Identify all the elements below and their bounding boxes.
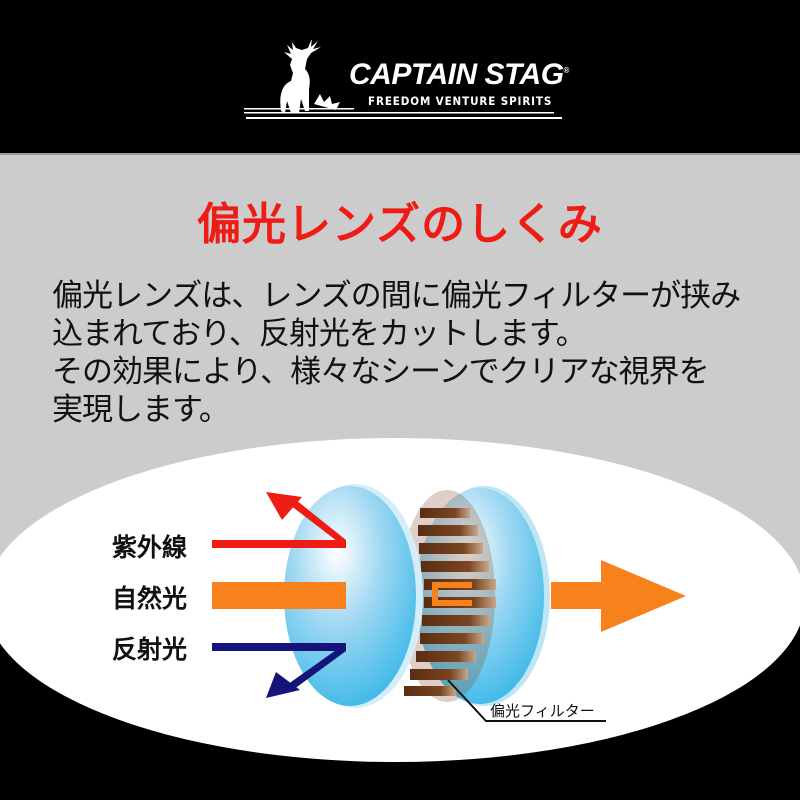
logo-underline	[244, 112, 562, 119]
captain-stag-logo: CAPTAIN STAG® FREEDOM VENTURE SPIRITS	[244, 40, 569, 122]
description-line: その効果により、様々なシーンでクリアな視界を	[52, 354, 710, 390]
reflected-arrow	[212, 643, 346, 698]
label-polarizing-filter: 偏光フィルター	[490, 702, 595, 720]
description-line: 実現します。	[52, 392, 230, 428]
description: 偏光レンズは、レンズの間に偏光フィルターが挟み 込まれており、反射光をカットしま…	[52, 277, 772, 429]
natural-light-bar	[212, 582, 346, 609]
filter-leader-line	[447, 679, 606, 722]
stag-icon	[244, 40, 354, 113]
polarizing-filter	[399, 490, 496, 702]
label-natural-light: 自然光	[112, 584, 188, 613]
label-reflected-light: 反射光	[112, 635, 188, 664]
description-line: 偏光レンズは、レンズの間に偏光フィルターが挟み	[52, 278, 741, 314]
page-title: 偏光レンズのしくみ	[197, 199, 603, 250]
header-bar: CAPTAIN STAG® FREEDOM VENTURE SPIRITS	[0, 0, 800, 153]
brand-name: CAPTAIN STAG®	[349, 58, 569, 91]
description-line: 込まれており、反射光をカットします。	[52, 316, 587, 352]
label-uv: 紫外線	[112, 533, 188, 562]
brand-tagline: FREEDOM VENTURE SPIRITS	[368, 94, 553, 108]
uv-arrow	[212, 492, 346, 548]
output-arrow	[551, 560, 686, 632]
